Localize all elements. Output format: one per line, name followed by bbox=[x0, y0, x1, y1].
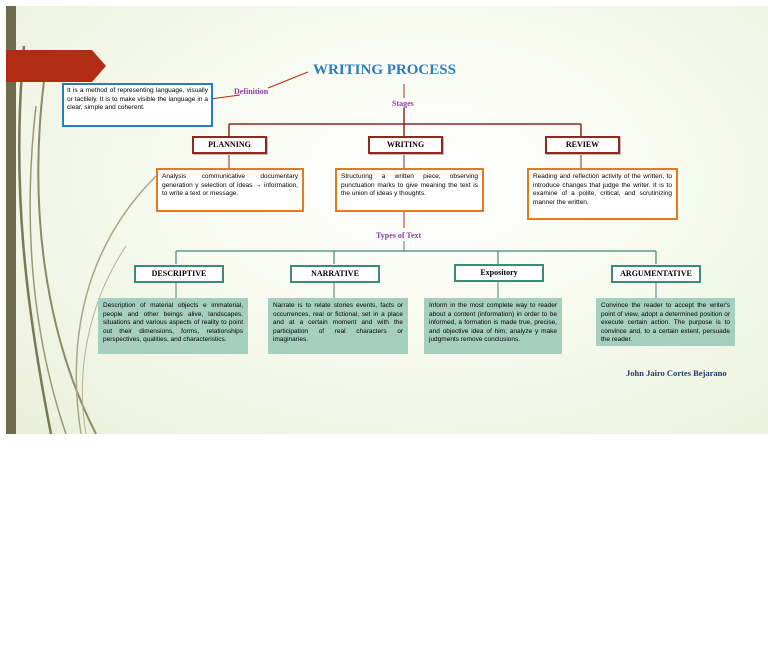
type-argumentative: ARGUMENTATIVE bbox=[611, 265, 701, 283]
stage-writing-description: Structuring a written piece, observing p… bbox=[335, 168, 484, 212]
type-narrative-description: Narrate is to relate stories events, fac… bbox=[268, 298, 408, 354]
left-side-bar bbox=[6, 6, 16, 434]
type-expository-description: Inform in the most complete way to reade… bbox=[424, 298, 562, 354]
stage-review: REVIEW bbox=[545, 136, 620, 154]
author-name: John Jairo Cortes Bejarano bbox=[626, 368, 727, 378]
decorative-curves bbox=[17, 45, 157, 434]
stage-planning-description: Analysis communicative documentary gener… bbox=[156, 168, 304, 212]
type-narrative: NARRATIVE bbox=[290, 265, 380, 283]
definition-box: It is a method of representing language,… bbox=[62, 83, 213, 127]
type-expository: Expository bbox=[454, 264, 544, 282]
types-of-text-label: Types of Text bbox=[376, 231, 422, 240]
type-descriptive-description: Description of material objects e immate… bbox=[98, 298, 248, 354]
red-arrow-tab bbox=[6, 50, 106, 82]
type-descriptive: DESCRIPTIVE bbox=[134, 265, 224, 283]
stage-writing: WRITING bbox=[368, 136, 443, 154]
type-argumentative-description: Convince the reader to accept the writer… bbox=[596, 298, 735, 346]
stage-review-description: Reading and reflection activity of the w… bbox=[527, 168, 678, 220]
diagram-title: WRITING PROCESS bbox=[313, 62, 456, 78]
definition-label: Definition bbox=[234, 87, 269, 96]
stages-label: Stages bbox=[392, 99, 414, 108]
stage-planning: PLANNING bbox=[192, 136, 267, 154]
slide: WRITING PROCESS Definition It is a metho… bbox=[6, 6, 768, 434]
